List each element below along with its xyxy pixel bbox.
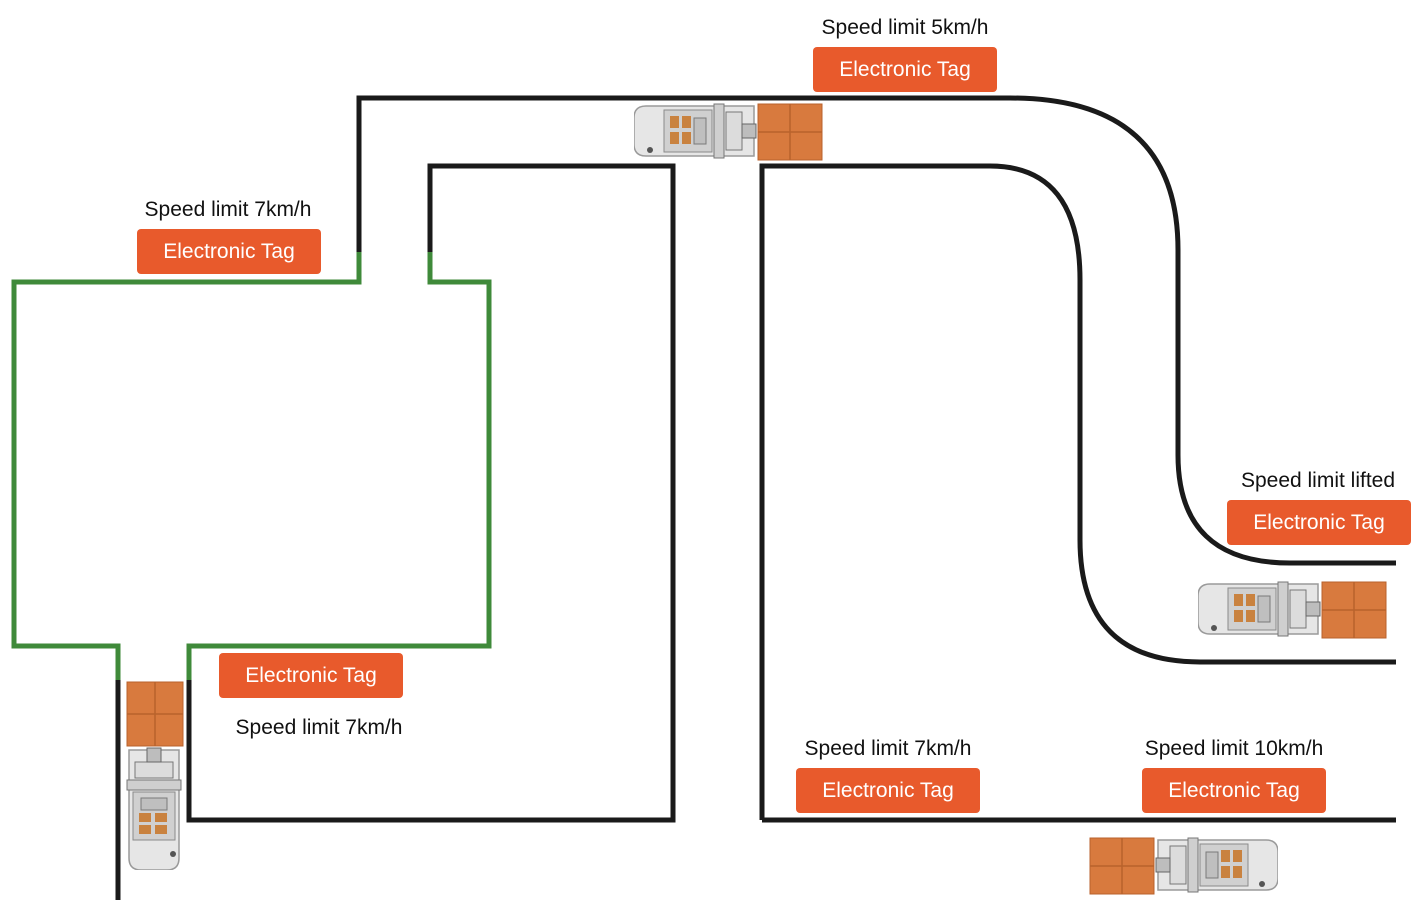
restricted-zone-left-path [11, 252, 362, 680]
speed-limit-caption-bottom-mid: Speed limit 7km/h [804, 737, 972, 760]
speed-limit-caption-bottom-right: Speed limit 10km/h [1144, 737, 1324, 760]
outer-guide-path [356, 95, 1396, 566]
forklift-agv-icon [1089, 837, 1278, 895]
speed-limit-caption-top: Speed limit 5km/h [821, 16, 989, 39]
inner-guide-path [759, 163, 1396, 820]
agv-body [1155, 837, 1278, 893]
agv-body [1198, 581, 1321, 637]
forklift-agv-icon [634, 103, 823, 161]
electronic-tag-bottom-left-exit: Electronic Tag [219, 653, 403, 698]
pallet-load [1321, 581, 1387, 639]
pallet-load [757, 103, 823, 161]
agv-body [634, 103, 757, 159]
forklift-agv-icon [1198, 581, 1387, 639]
pallet-load [126, 681, 184, 747]
speed-limit-caption-bottom-left-exit: Speed limit 7km/h [235, 716, 403, 739]
electronic-tag-right-exit: Electronic Tag [1227, 500, 1411, 545]
electronic-tag-bottom-mid: Electronic Tag [796, 768, 980, 813]
electronic-tag-top: Electronic Tag [813, 47, 997, 92]
forklift-agv-icon [126, 681, 184, 870]
speed-limit-caption-right-exit: Speed limit lifted [1240, 469, 1396, 492]
electronic-tag-bottom-right: Electronic Tag [1142, 768, 1326, 813]
pallet-load [1089, 837, 1155, 895]
electronic-tag-left-entry: Electronic Tag [137, 229, 321, 274]
speed-limit-caption-left-entry: Speed limit 7km/h [144, 198, 312, 221]
agv-body [126, 747, 182, 870]
restricted-zone-right-path [186, 252, 492, 680]
middle-loop-path [186, 163, 676, 823]
